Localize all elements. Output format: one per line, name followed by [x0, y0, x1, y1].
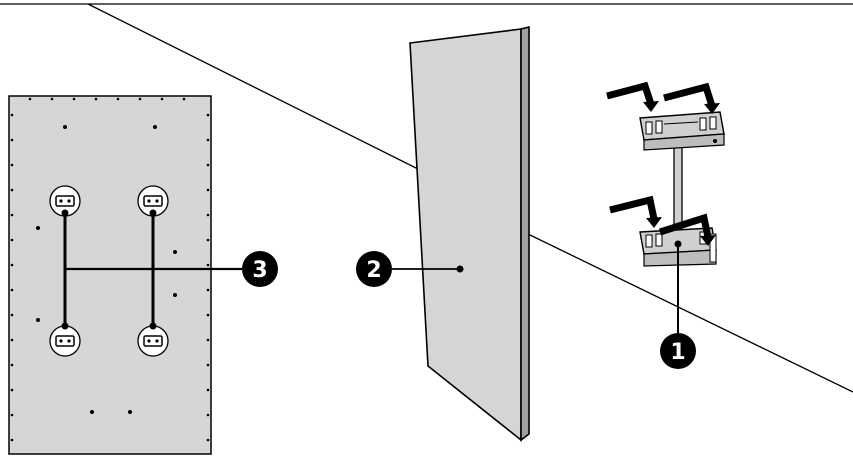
bracket-top-plate	[639, 111, 725, 151]
bend-arrow-icon-bottom-left	[609, 195, 662, 228]
panel-back-view	[8, 95, 212, 455]
callout-2: 2	[356, 251, 392, 287]
panel-target-point	[456, 265, 464, 273]
mount-point-top-right	[137, 185, 169, 217]
wall-line-lower	[527, 233, 853, 393]
bend-arrow-icon-top-left	[606, 81, 659, 112]
panel-back	[8, 95, 212, 455]
panel-edge-holes	[10, 97, 210, 442]
callout-1-label: 1	[670, 340, 685, 365]
bend-arrow-icon-top-right	[663, 82, 720, 114]
bend-arrow-icon-bottom-right	[658, 213, 716, 246]
panel-side-view	[409, 25, 530, 442]
panel-side-face	[409, 28, 522, 442]
callout-2-label: 2	[366, 258, 381, 283]
callout-3: 3	[242, 251, 278, 287]
mount-point-top-left	[49, 185, 81, 217]
wall-bracket	[606, 81, 725, 267]
panel-side-edge	[520, 25, 530, 442]
mount-point-bottom-left	[49, 322, 81, 357]
wall-line-upper	[87, 3, 421, 171]
callout-3-label: 3	[252, 258, 267, 283]
callout-1: 1	[660, 333, 696, 369]
